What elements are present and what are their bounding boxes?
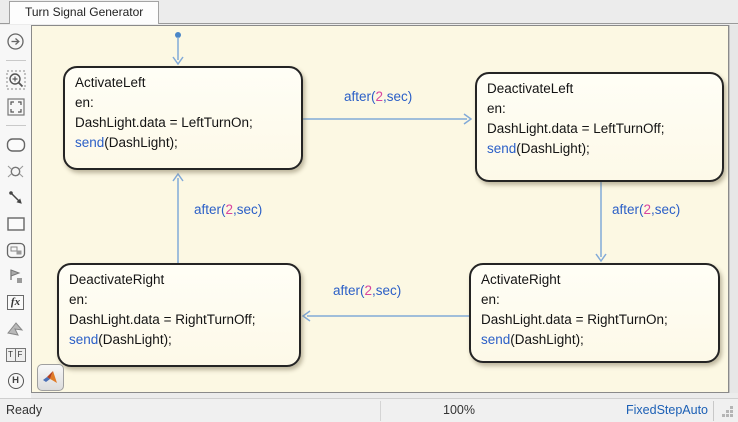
state-title: DeactivateLeft [487, 81, 574, 96]
transition-activateleft-deactivateleft[interactable] [303, 113, 473, 125]
status-ready: Ready [6, 403, 43, 417]
palette-divider [5, 60, 26, 62]
default-transition-icon [7, 33, 24, 50]
history-junction-icon: H [7, 373, 24, 390]
history-junction-button[interactable]: H [5, 372, 27, 391]
state-send-line: send(DashLight); [487, 141, 590, 156]
matlab-function-icon: fx [7, 295, 24, 311]
transition-label-left[interactable]: after(2,sec) [194, 202, 263, 217]
state-en-label: en: [487, 101, 506, 116]
vertical-scrollbar[interactable] [729, 25, 738, 393]
state-title: DeactivateRight [69, 272, 165, 287]
simulink-badge-button[interactable] [37, 364, 64, 391]
matlab-function-button[interactable]: fx [5, 293, 27, 312]
state-en-label: en: [481, 292, 500, 307]
transition-label-right[interactable]: after(2,sec) [612, 202, 681, 217]
status-divider [713, 401, 714, 421]
matlab-logo-icon [43, 370, 57, 383]
junction-icon [7, 165, 24, 178]
simulink-function-button[interactable] [5, 319, 27, 338]
zoom-in-icon [6, 70, 25, 90]
subchart-tool-button[interactable] [5, 240, 27, 259]
truth-table-button[interactable]: T F [5, 345, 27, 364]
fit-to-view-button[interactable] [5, 97, 27, 116]
resize-grip[interactable] [722, 406, 734, 421]
state-title: ActivateLeft [75, 75, 146, 90]
state-send-line: send(DashLight); [75, 135, 178, 150]
stateflow-palette: fx T F H [0, 25, 31, 398]
status-divider [380, 401, 381, 421]
state-action: DashLight.data = RightTurnOff; [69, 312, 256, 327]
state-send-line: send(DashLight); [481, 332, 584, 347]
state-en-label: en: [69, 292, 88, 307]
state-action: DashLight.data = RightTurnOn; [481, 312, 668, 327]
state-send-line: send(DashLight); [69, 332, 172, 347]
transitions-layer [172, 32, 607, 322]
state-deactivate-right[interactable]: DeactivateRight en: DashLight.data = Rig… [57, 263, 301, 367]
status-bar: Ready 100% FixedStepAuto [0, 398, 738, 422]
stateflow-canvas[interactable]: ActivateLeft en: DashLight.data = LeftTu… [31, 25, 729, 393]
tab-turn-signal-generator[interactable]: Turn Signal Generator [9, 1, 160, 24]
tab-bar: Turn Signal Generator [0, 0, 738, 24]
default-transition[interactable] [172, 32, 184, 66]
box-tool-button[interactable] [5, 214, 27, 233]
state-en-label: en: [75, 95, 94, 110]
simulink-function-icon [7, 322, 24, 336]
transition-icon [8, 190, 22, 204]
truth-table-t: T [6, 349, 16, 362]
subchart-icon [6, 242, 25, 258]
solver-link[interactable]: FixedStepAuto [626, 403, 708, 417]
state-action: DashLight.data = LeftTurnOff; [487, 121, 665, 136]
symbol-tool-button[interactable] [5, 267, 27, 286]
transition-activateright-deactivateright[interactable] [301, 310, 469, 322]
fit-to-view-icon [6, 98, 25, 116]
default-transition-button[interactable] [5, 32, 27, 51]
state-deactivate-left[interactable]: DeactivateLeft en: DashLight.data = Left… [475, 72, 724, 182]
box-icon [6, 217, 25, 231]
junction-tool-button[interactable] [5, 162, 27, 181]
state-action: DashLight.data = LeftTurnOn; [75, 115, 253, 130]
transition-tool-button[interactable] [5, 188, 27, 207]
palette-divider [5, 125, 26, 127]
transition-label-top[interactable]: after(2,sec) [344, 89, 413, 104]
transition-deactivateleft-activateright[interactable] [595, 182, 607, 263]
zoom-level: 100% [443, 403, 475, 417]
state-icon [6, 138, 25, 152]
transition-deactivateright-activateleft[interactable] [172, 172, 184, 263]
state-tool-button[interactable] [5, 135, 27, 154]
state-activate-left[interactable]: ActivateLeft en: DashLight.data = LeftTu… [63, 66, 303, 170]
truth-table-icon: T F [5, 348, 26, 363]
state-activate-right[interactable]: ActivateRight en: DashLight.data = Right… [469, 263, 720, 363]
truth-table-f: F [15, 349, 25, 362]
state-title: ActivateRight [481, 272, 561, 287]
transition-label-bottom[interactable]: after(2,sec) [333, 283, 402, 298]
symbol-flag-icon [9, 269, 22, 283]
zoom-in-selection-button[interactable] [5, 70, 27, 90]
